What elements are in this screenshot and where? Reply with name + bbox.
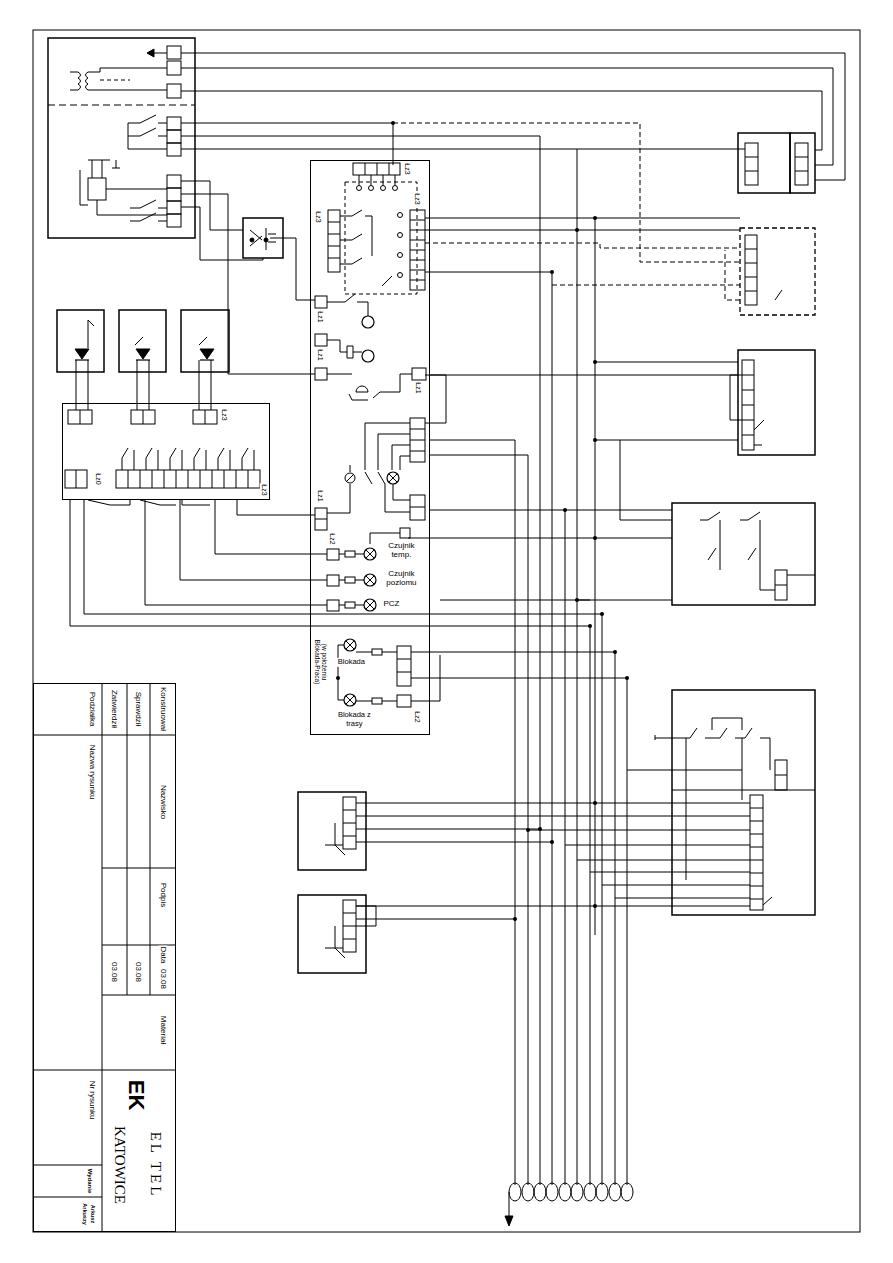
wire-connector xyxy=(215,500,310,554)
title-block: Konstruował Sprawdził Zatwierdził Podziałka… xyxy=(33,683,176,1232)
title-grid xyxy=(33,683,176,1232)
terminal-panel: Łz3Łz0Łz3 xyxy=(62,403,270,500)
node-label: Łz3 xyxy=(315,211,323,224)
node-label: Sprawdził xyxy=(134,691,143,728)
node-label: Nazwisko xyxy=(159,784,168,820)
switch-box xyxy=(243,218,283,258)
field-wiring xyxy=(298,133,815,1226)
junction-dots xyxy=(336,121,629,921)
node-label: Czujnik temp. xyxy=(377,543,425,561)
node-label: Łz1 xyxy=(317,349,325,362)
node-label: Zatwierdził xyxy=(110,689,119,729)
node-label: Blokada z trasy xyxy=(333,711,375,728)
panel-interior xyxy=(310,163,446,707)
node-label: 03.08 xyxy=(134,961,143,983)
node-label: Podpis xyxy=(159,882,168,908)
node-label: (w położeniu Blokada-Praca) xyxy=(314,631,328,693)
node-label: Czujnik poziomu xyxy=(377,571,425,589)
node-label: PCZ xyxy=(382,600,400,609)
node-label: Konstruował xyxy=(159,686,168,732)
node-label: EK xyxy=(124,1079,148,1112)
node-label: Łz1 xyxy=(317,311,325,324)
node-label: Łz3 xyxy=(220,408,228,421)
node-label: 03.08 xyxy=(110,961,119,983)
node-label: Nr rysunku xyxy=(88,1080,97,1121)
node-label: Materiał xyxy=(159,1015,168,1045)
node-label: EL TEL xyxy=(148,1131,165,1200)
supply-wires xyxy=(181,53,845,1185)
wire-connector xyxy=(180,500,310,580)
node-label: Łz2 xyxy=(414,711,422,724)
sensor-inputs xyxy=(57,310,602,1185)
supply-unit xyxy=(48,38,195,238)
node-label: Łz3 xyxy=(260,483,268,496)
sheet-frame xyxy=(33,30,860,1232)
node-label: Podziałka xyxy=(88,691,97,728)
node-label: Łz2 xyxy=(329,533,337,546)
control-panel: Łz3Łz3Łz3Łz1Łz1Łz1Łz1Łz2Czujnik temp.Czu… xyxy=(310,160,430,735)
node-label: Łz0 xyxy=(94,472,102,485)
node-label: Nazwa rysunku xyxy=(88,744,97,801)
node-label: Blokada xyxy=(337,658,366,666)
node-label: Łz3 xyxy=(404,163,412,176)
node-label: Łz3 xyxy=(414,193,422,206)
node-label: Arkuszy xyxy=(82,1202,88,1225)
optional-wires xyxy=(393,123,740,300)
node-label: Wydanie xyxy=(87,1168,94,1195)
node-label: Data xyxy=(159,946,168,965)
node-label: Łz1 xyxy=(415,382,423,395)
node-label: Arkusz xyxy=(90,1204,96,1224)
wire-connector xyxy=(237,500,310,515)
node-label: Łz1 xyxy=(317,490,325,503)
wire-connector xyxy=(145,500,310,605)
node-label: KATOWICE xyxy=(112,1125,129,1205)
node-label: 03.08 xyxy=(159,968,168,990)
